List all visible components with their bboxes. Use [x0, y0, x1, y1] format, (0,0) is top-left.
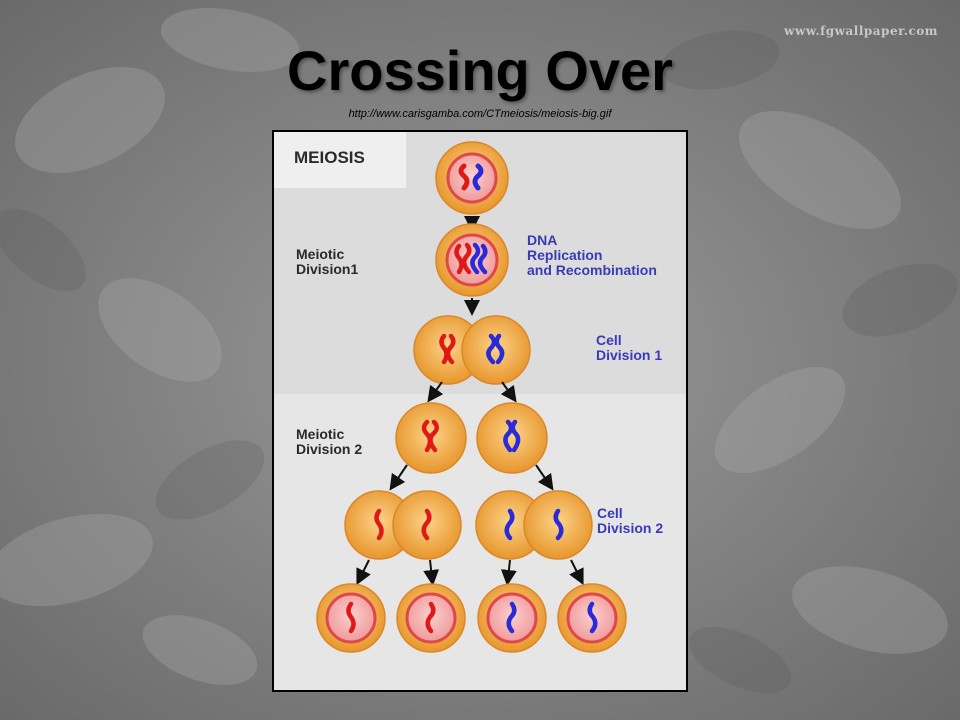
label-meiotic-division-1: Meiotic Division1 — [296, 246, 359, 277]
dividing-cell-2-left — [344, 490, 462, 560]
arrow — [389, 464, 408, 491]
meiosis-figure: MEIOSIS Meiotic Division1 DNA Replicatio… — [272, 130, 688, 692]
dividing-cell-1 — [413, 315, 531, 385]
source-url: http://www.carisgamba.com/CTmeiosis/meio… — [348, 108, 612, 120]
arrow — [356, 559, 371, 586]
label-meiotic-division-2: Meiotic Division 2 — [296, 426, 363, 457]
daughter-cell-right — [476, 402, 548, 474]
arrow — [500, 559, 517, 586]
chromosome-blue — [472, 163, 484, 191]
label-cell-division-2: Cell Division 2 — [597, 505, 664, 536]
gamete-3 — [477, 583, 547, 653]
daughter-cell-left — [395, 402, 467, 474]
arrow — [500, 381, 517, 403]
watermark-text: www.fgwallpaper.com — [784, 24, 938, 38]
diagram-heading: MEIOSIS — [294, 148, 365, 167]
dividing-cell-2-right — [475, 490, 593, 560]
arrow — [427, 381, 444, 403]
gamete-2 — [396, 583, 466, 653]
meiosis-diagram — [274, 132, 686, 690]
label-cell-division-1: Cell Division 1 — [596, 332, 663, 363]
parent-cell — [435, 141, 509, 215]
label-dna-replication: DNA Replication and Recombination — [527, 232, 657, 278]
heading-box — [274, 132, 406, 188]
arrow — [535, 464, 554, 491]
slide-title: Crossing Over — [287, 39, 673, 102]
arrow — [423, 559, 440, 586]
chromosome-red — [458, 163, 470, 191]
gamete-1 — [316, 583, 386, 653]
replicated-cell — [435, 223, 509, 297]
gamete-4 — [557, 583, 627, 653]
arrow — [569, 559, 584, 586]
